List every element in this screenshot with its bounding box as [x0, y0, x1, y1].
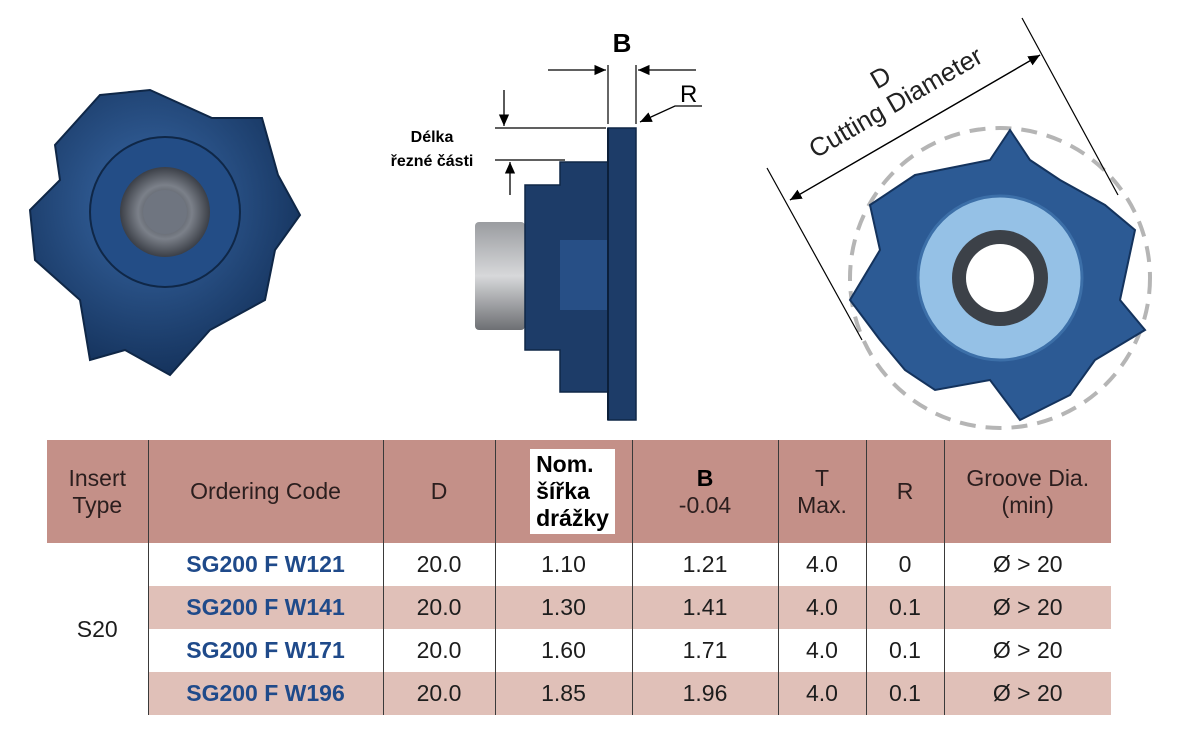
ordering-code-cell: SG200 F W196	[147, 672, 383, 715]
insert-type-cell: S20	[76, 615, 118, 642]
groove-cell: Ø > 20	[943, 543, 1111, 586]
nom-cell: 1.60	[494, 629, 632, 672]
r-cell: 0.1	[865, 629, 944, 672]
cutting-diameter-label: Cutting Diameter	[804, 40, 988, 164]
d-cell: 20.0	[382, 629, 495, 672]
ordering-code-cell: SG200 F W141	[147, 586, 383, 629]
b-cell: 1.41	[631, 586, 778, 629]
delka-label-1: Délka	[411, 129, 454, 146]
groove-cell: Ø > 20	[943, 672, 1111, 715]
t-cell: 4.0	[777, 672, 866, 715]
b-cell: 1.96	[631, 672, 778, 715]
header-ordering-code: Ordering Code	[147, 440, 383, 543]
dim-r-label: R	[680, 81, 697, 108]
cutter-front-view: D Cutting Diameter	[766, 17, 1152, 430]
t-cell: 4.0	[777, 586, 866, 629]
cutter-side-view: B R Délka řezné části	[391, 28, 702, 421]
nom-cell: 1.30	[494, 586, 632, 629]
r-cell: 0.1	[865, 672, 944, 715]
header-b: B-0.04	[631, 440, 778, 543]
b-cell: 1.71	[631, 629, 778, 672]
nom-cell: 1.85	[494, 672, 632, 715]
table-row: SG200 F W171 20.0 1.60 1.71 4.0 0.1 Ø > …	[47, 629, 1111, 672]
ordering-code-cell: SG200 F W121	[147, 543, 383, 586]
groove-cell: Ø > 20	[943, 586, 1111, 629]
header-r: R	[865, 440, 944, 543]
dim-b-label: B	[613, 28, 632, 58]
d-cell: 20.0	[382, 543, 495, 586]
b-cell: 1.21	[631, 543, 778, 586]
table-row: SG200 F W196 20.0 1.85 1.96 4.0 0.1 Ø > …	[47, 672, 1111, 715]
table-row: SG200 F W141 20.0 1.30 1.41 4.0 0.1 Ø > …	[47, 586, 1111, 629]
t-cell: 4.0	[777, 543, 866, 586]
t-cell: 4.0	[777, 629, 866, 672]
delka-label-2: řezné části	[391, 153, 474, 170]
cutter-3d-view	[28, 88, 302, 377]
header-groove-dia: Groove Dia.(min)	[943, 440, 1111, 543]
r-cell: 0.1	[865, 586, 944, 629]
groove-cell: Ø > 20	[943, 629, 1111, 672]
product-illustration: B R Délka řezné části D Cutting Diameter	[28, 17, 1152, 430]
d-cell: 20.0	[382, 586, 495, 629]
table-row: S20 SG200 F W121 20.0 1.10 1.21 4.0 0 Ø …	[47, 543, 1111, 642]
ordering-code-cell: SG200 F W171	[147, 629, 383, 672]
nom-cell: 1.10	[494, 543, 632, 586]
r-cell: 0	[865, 543, 944, 586]
d-cell: 20.0	[382, 672, 495, 715]
header-d: D	[382, 440, 495, 543]
